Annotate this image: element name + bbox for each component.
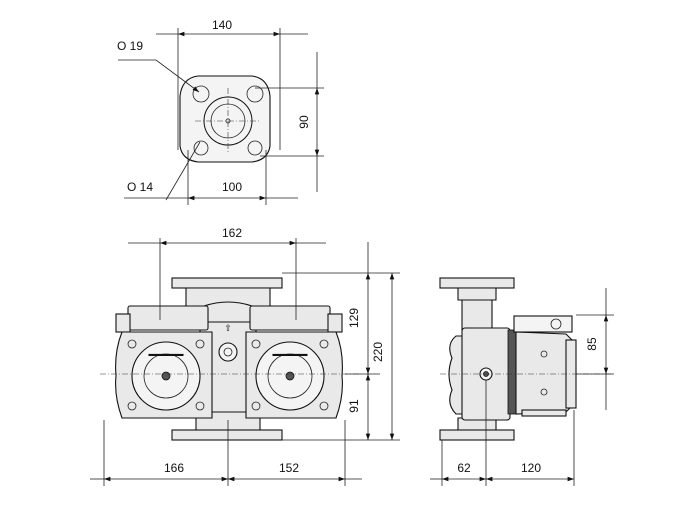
dim-166: 166 [164, 461, 184, 475]
hole-label-large: O 19 [117, 39, 143, 53]
hole-label-small: O 14 [127, 180, 153, 194]
dim-120: 120 [521, 461, 541, 475]
svg-text:▬▬▬▬▬: ▬▬▬▬▬ [149, 351, 184, 358]
dim-100: 100 [222, 180, 242, 194]
bolt-hole-small [247, 140, 263, 156]
flange-top-view [118, 28, 324, 205]
bolt-hole-small [193, 140, 209, 156]
pump-side-view [430, 277, 614, 486]
bolt-hole-large [246, 85, 264, 103]
dim-129: 129 [347, 308, 361, 328]
dim-91: 91 [347, 399, 361, 413]
dim-162: 162 [222, 226, 242, 240]
svg-text:▬▬▬▬▬: ▬▬▬▬▬ [273, 351, 308, 358]
dim-62: 62 [457, 461, 471, 475]
dim-220: 220 [371, 342, 385, 362]
dim-152: 152 [279, 461, 299, 475]
dim-90: 90 [297, 115, 311, 129]
bolt-hole-large [192, 85, 210, 103]
dim-85: 85 [585, 337, 599, 351]
svg-text:⇧: ⇧ [224, 323, 232, 333]
pump-front-view: ▬▬▬▬▬ ▬▬▬▬▬ ⇧ [90, 238, 400, 486]
dim-140: 140 [212, 18, 232, 32]
